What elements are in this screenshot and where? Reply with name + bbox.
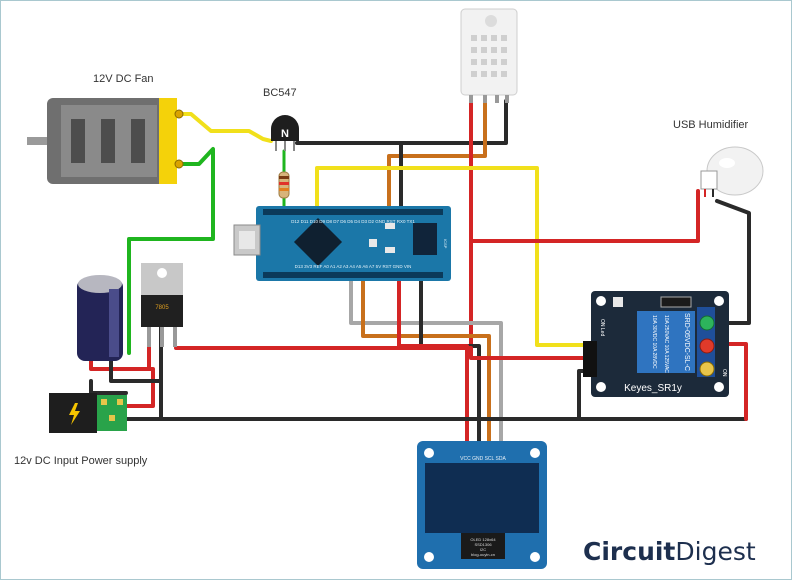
- oled-text-4: blog-ouyin-cn: [471, 552, 495, 557]
- bc547-transistor: N: [271, 115, 299, 151]
- usb-humidifier: [700, 146, 764, 197]
- lightning-bolt-icon: [69, 403, 80, 425]
- oled-text-1: OLED 128x64: [470, 537, 496, 542]
- dc-power-jack: [49, 393, 127, 433]
- oled-pins: VCC GND SCL SDA: [460, 456, 506, 462]
- humidifier-label: USB Humidifier: [673, 119, 749, 131]
- electrolytic-capacitor: [77, 275, 123, 361]
- arduino-nano: D12 D11 D10 D9 D8 D7 D6 D5 D4 D3 D2 GND …: [233, 206, 451, 281]
- relay-led-label: ON Led: [599, 319, 605, 336]
- capacitor-pos-wire: [89, 357, 155, 408]
- dc-fan-motor: [27, 98, 184, 184]
- nano-icsp-label: ICSP: [443, 239, 448, 249]
- relay-model-text: SRD-05VDC-SL-C: [683, 313, 690, 371]
- fan-ground-wire: [127, 147, 215, 355]
- power-supply-label: 12v DC Input Power supply: [14, 455, 148, 467]
- dht-data-wire: [387, 99, 487, 213]
- transistor-label: BC547: [263, 87, 297, 99]
- resistor: [278, 171, 290, 199]
- regulator-out-wire: [174, 346, 588, 360]
- oled-text-3: I2C: [480, 547, 486, 552]
- relay-vcc-wire: [469, 189, 700, 243]
- relay-module: SRD-05VDC-SL-C 10A 250VAC 10A 125VAC 10A…: [583, 291, 729, 397]
- brand-main: Circuit: [583, 537, 676, 566]
- nano-top-pins: D12 D11 D10 D9 D8 D7 D6 D5 D4 D3 D2 GND …: [291, 219, 415, 224]
- nano-bottom-pins: D13 3V3 REF A0 A1 A2 A3 A4 A5 A6 A7 5V R…: [295, 264, 412, 269]
- relay-gnd-wire: [577, 369, 588, 421]
- regulator-mark: 7805: [155, 305, 169, 311]
- oled-text-2: SSD1306: [474, 542, 492, 547]
- relay-signal-wire: [315, 166, 588, 347]
- capacitor-neg-wire: [109, 357, 163, 421]
- fan-label: 12V DC Fan: [93, 73, 154, 85]
- oled-sda-wire: [361, 275, 491, 451]
- humidifier-return-wire: [711, 199, 751, 325]
- brand-suffix: Digest: [675, 537, 756, 566]
- oled-scl-wire: [349, 275, 503, 451]
- wires: [89, 99, 751, 451]
- transistor-mark: N: [281, 128, 289, 140]
- fan-to-transistor-wire: [177, 112, 273, 143]
- circuitdigest-logo: CircuitDigest: [583, 537, 756, 566]
- dht-sensor: [460, 8, 518, 103]
- relay-rating-2: 10A 30VDC 10A 28VDC: [651, 315, 657, 369]
- relay-rating-1: 10A 250VAC 10A 125VAC: [663, 315, 669, 373]
- relay-name: Keyes_SR1y: [624, 383, 682, 394]
- oled-vcc-wire: [397, 275, 469, 451]
- relay-on-label: ON: [721, 369, 727, 377]
- oled-display-module: VCC GND SCL SDA OLED 128x64 SSD1306 I2C …: [417, 441, 547, 569]
- transistor-to-dht-black-wire: [295, 99, 508, 145]
- voltage-regulator: 7805: [141, 263, 183, 347]
